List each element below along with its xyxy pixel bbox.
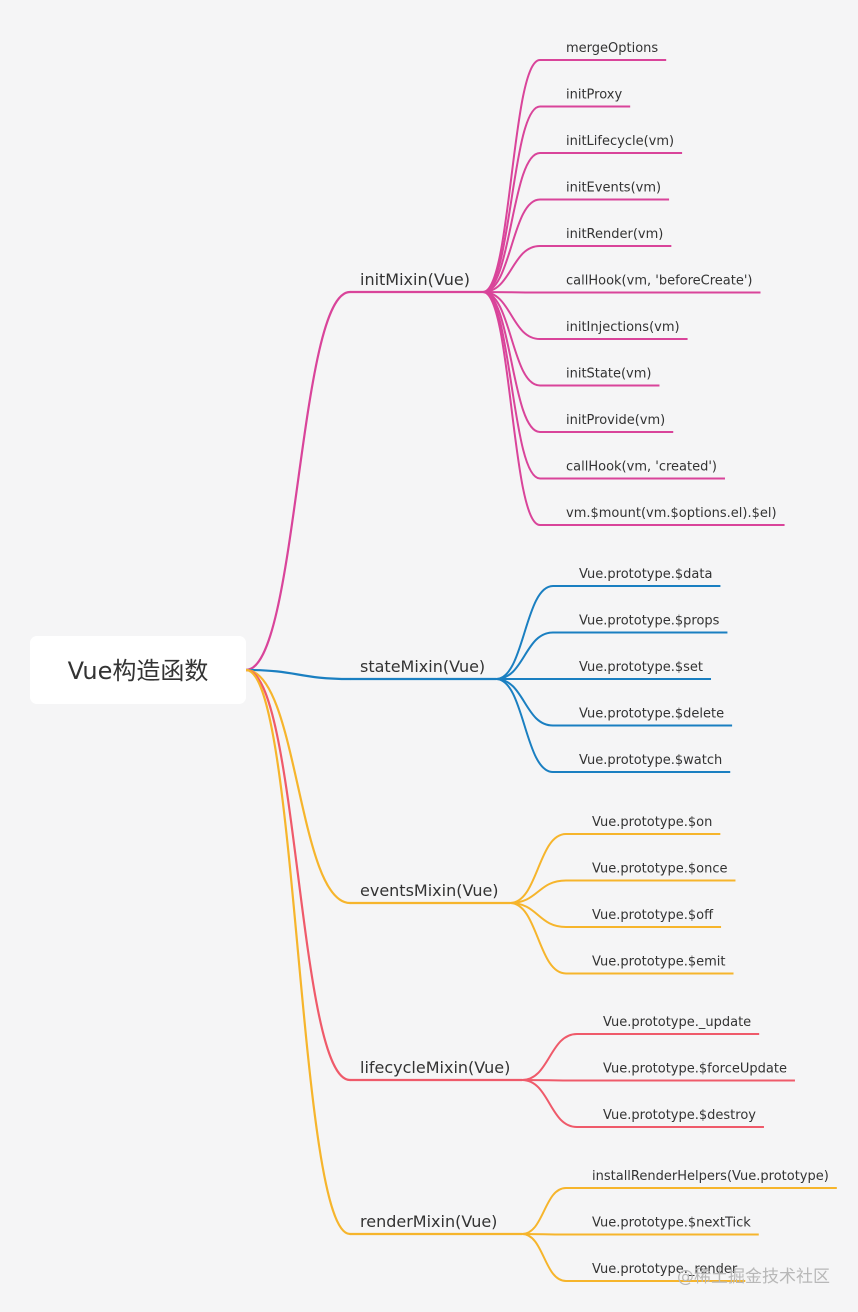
leaf-node-label[interactable]: Vue.prototype.$emit xyxy=(592,955,726,970)
leaf-node-label[interactable]: initLifecycle(vm) xyxy=(566,134,674,149)
leaf-node-label[interactable]: Vue.prototype._render xyxy=(592,1262,738,1277)
mindmap-edges xyxy=(244,59,837,1282)
branch-to-leaf-edge xyxy=(521,1079,578,1082)
leaf-node-label[interactable]: initProxy xyxy=(566,88,622,103)
branch-to-leaf-edge xyxy=(509,879,567,904)
branch-to-leaf-edge xyxy=(495,678,554,773)
branch-label[interactable]: eventsMixin(Vue) xyxy=(360,881,499,900)
branch-to-leaf-edge xyxy=(482,59,541,293)
branch-to-leaf-edge xyxy=(482,198,541,293)
leaf-node-label[interactable]: callHook(vm, 'beforeCreate') xyxy=(566,274,753,289)
branch-to-leaf-edge xyxy=(482,291,541,387)
branch-to-leaf-edge xyxy=(482,291,541,294)
branch-to-leaf-edge xyxy=(482,105,541,293)
branch-to-leaf-edge xyxy=(521,1187,567,1235)
leaf-node-label[interactable]: Vue.prototype.$delete xyxy=(579,707,724,722)
branch-to-leaf-edge xyxy=(495,631,554,680)
leaf-node-label[interactable]: initRender(vm) xyxy=(566,227,663,242)
root-node-label: Vue构造函数 xyxy=(68,657,209,685)
root-node-box[interactable] xyxy=(30,636,246,704)
leaf-node-label[interactable]: initState(vm) xyxy=(566,367,651,382)
root-to-branch-edge xyxy=(244,290,352,672)
branch-to-leaf-edge xyxy=(521,1079,578,1128)
branch-to-leaf-edge xyxy=(509,902,567,975)
leaf-node-label[interactable]: Vue.prototype.$set xyxy=(579,660,703,675)
leaf-node-label[interactable]: Vue.prototype.$on xyxy=(592,815,712,830)
leaf-node-label[interactable]: Vue.prototype.$forceUpdate xyxy=(603,1062,787,1077)
branch-to-leaf-edge xyxy=(495,585,554,680)
leaf-node-label[interactable]: Vue.prototype.$nextTick xyxy=(592,1216,751,1231)
leaf-node-label[interactable]: Vue.prototype._update xyxy=(603,1015,751,1030)
branch-to-leaf-edge xyxy=(482,291,541,340)
root-to-branch-edge xyxy=(244,668,352,681)
branch-to-leaf-edge xyxy=(482,152,541,293)
leaf-node-label[interactable]: installRenderHelpers(Vue.prototype) xyxy=(592,1169,829,1184)
leaf-node-label[interactable]: Vue.prototype.$props xyxy=(579,614,720,629)
branch-to-leaf-edge xyxy=(495,678,554,727)
watermark: @稀土掘金技术社区 xyxy=(677,1267,830,1287)
root-to-branch-edge xyxy=(244,668,352,1236)
branch-label[interactable]: renderMixin(Vue) xyxy=(360,1212,497,1231)
leaf-node-label[interactable]: Vue.prototype.$destroy xyxy=(603,1108,756,1123)
leaf-node-label[interactable]: Vue.prototype.$once xyxy=(592,862,727,877)
branch-to-leaf-edge xyxy=(482,291,541,480)
branch-to-leaf-edge xyxy=(482,291,541,526)
root-to-branch-edge xyxy=(244,668,352,905)
leaf-node-label[interactable]: callHook(vm, 'created') xyxy=(566,460,717,475)
branch-to-leaf-edge xyxy=(509,833,567,904)
branch-label[interactable]: initMixin(Vue) xyxy=(360,270,470,289)
branch-label[interactable]: lifecycleMixin(Vue) xyxy=(360,1058,510,1077)
branch-to-leaf-edge xyxy=(521,1033,578,1081)
leaf-node-label[interactable]: initInjections(vm) xyxy=(566,320,680,335)
branch-label[interactable]: stateMixin(Vue) xyxy=(360,657,485,676)
branch-to-leaf-edge xyxy=(521,1233,567,1236)
leaf-node-label[interactable]: Vue.prototype.$data xyxy=(579,567,712,582)
leaf-node-label[interactable]: initEvents(vm) xyxy=(566,181,661,196)
leaf-node-label[interactable]: Vue.prototype.$watch xyxy=(579,753,722,768)
leaf-node-label[interactable]: initProvide(vm) xyxy=(566,413,665,428)
branch-to-leaf-edge xyxy=(521,1233,567,1282)
root-to-branch-edge xyxy=(244,668,352,1082)
leaf-node-label[interactable]: Vue.prototype.$off xyxy=(592,908,714,923)
mindmap-nodes: Vue构造函数 initMixin(Vue) mergeOptions initPr… xyxy=(30,41,829,1277)
leaf-node-label[interactable]: vm.$mount(vm.$options.el).$el) xyxy=(566,506,777,521)
branch-to-leaf-edge xyxy=(482,245,541,293)
leaf-node-label[interactable]: mergeOptions xyxy=(566,41,658,56)
